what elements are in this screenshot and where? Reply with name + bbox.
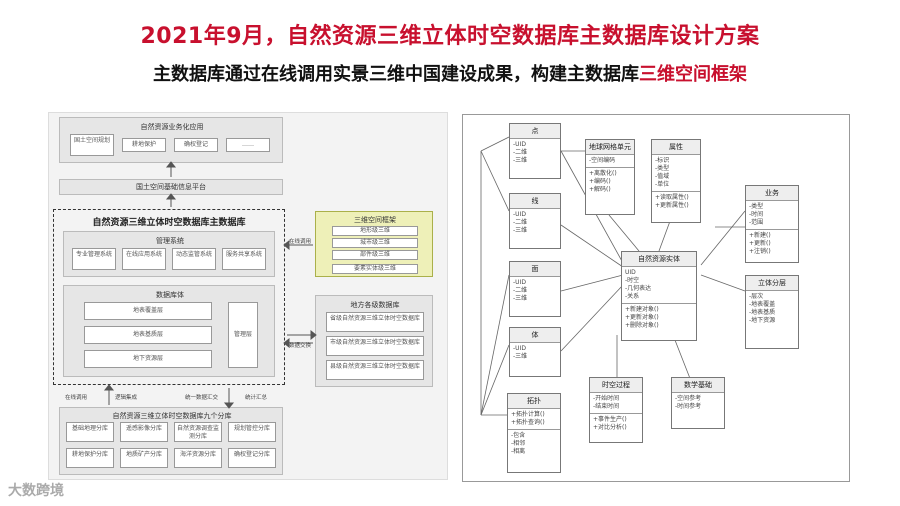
sub-title: 自然资源三维立体时空数据库九个分库 [112,412,232,420]
class-name: 自然资源实体 [622,252,696,267]
uml-connectors [480,136,746,416]
uml-diagram: 点 -UID -二维 -三维 线 -UID -二维 -三维 面 -UID -二维 -三… [462,114,850,482]
architecture-diagram: 自然资源业务化应用 国土空间规划 耕地保护 确权登记 …… 国土空间基础信息平台… [48,112,448,480]
sub-item: 耕地保护分库 [66,448,114,468]
bottom-label: 在线调用 [65,395,88,401]
subtitle-prefix: 主数据库通过在线调用实景三维中国建设成果，构建主数据库 [153,64,639,85]
class-name: 时空过程 [590,378,642,393]
class-name: 拓扑 [508,394,560,409]
frame-item: 部件级三维 [332,250,418,260]
uml-class-xian: 线 -UID -二维 -三维 [509,193,561,249]
class-name: 数学基础 [672,378,724,393]
uml-class-dian: 点 -UID -二维 -三维 [509,123,561,179]
app-item: 耕地保护 [122,138,166,152]
class-attrs: -UID -二维 -三维 [513,279,528,302]
bottom-label: 统计汇总 [245,395,268,401]
spatial-frame: 三维空间框架 地形级三维 城市级三维 部件级三维 要素实体级三维 [315,211,433,277]
class-ops: +读取属性() +更新属性() [652,191,700,212]
app-layer-title: 自然资源业务化应用 [140,123,204,131]
page-title: 2021年9月，自然资源三维立体时空数据库主数据库设计方案 [140,24,760,49]
uml-class-grid: 地球网格单元 -空间编码 +离散化() +编码() +解码() [585,139,635,215]
mgmt-title: 管理系统 [156,237,184,245]
uml-class-shikong: 时空过程 -开始时间 -结束时间 +事件生产() +对比分析() [589,377,643,443]
class-attrs: UID -时空 -几何表达 -关系 [625,269,652,300]
class-attrs: -空间参考 -时间参考 [675,395,702,410]
mgmt-item: 在线应用系统 [122,248,166,270]
exchange-label: 数据交换 [289,343,312,349]
db-title: 数据库体 [156,291,184,299]
frame-title: 三维空间框架 [354,216,396,224]
frame-item: 要素实体级三维 [332,264,418,274]
uml-class-mian: 面 -UID -二维 -三维 [509,261,561,317]
class-attrs: +拓扑计算() +拓扑查询() [511,411,545,426]
local-item: 市级自然资源三维立体时空数据库 [326,336,424,356]
sub-item: 规划管控分库 [228,422,276,442]
db-layer: 地表基质层 [84,326,212,344]
mgmt-item: 服务共享系统 [222,248,266,270]
diagram-arrows [103,161,317,409]
class-attrs: -UID -三维 [513,345,528,360]
uml-class-jizhun: 数学基础 -空间参考 -时间参考 [671,377,725,429]
sub-item: 自然资源调查监测分库 [174,422,222,442]
mgmt-system: 管理系统 专业管理系统 在线应用系统 动态监管系统 服务共享系统 [63,231,275,277]
app-item: 确权登记 [174,138,218,152]
uml-class-entity: 自然资源实体 UID -时空 -几何表达 -关系 +新建对象() +更新对象() +… [621,251,697,341]
class-attrs: -UID -二维 -三维 [513,141,528,164]
uml-class-ti: 体 -UID -三维 [509,327,561,377]
sub-databases: 自然资源三维立体时空数据库九个分库 基础地理分库 遥感影像分库 自然资源调查监测… [59,407,283,475]
main-db-frame [53,209,285,385]
local-item: 省级自然资源三维立体时空数据库 [326,312,424,332]
app-item: …… [226,138,270,152]
uml-class-yewu: 业务 -类型 -时间 -范围 +新建() +更新() +注销() [745,185,799,263]
frame-item: 地形级三维 [332,226,418,236]
class-attrs: -类型 -时间 -范围 [749,203,764,226]
class-name: 地球网格单元 [586,140,634,155]
class-name: 属性 [652,140,700,155]
uml-class-shuxing: 属性 -标识 -类型 -值域 -单位 +读取属性() +更新属性() [651,139,701,223]
page-subtitle: 主数据库通过在线调用实景三维中国建设成果，构建主数据库三维空间框架 [0,60,900,86]
class-ops: +离散化() +编码() +解码() [586,167,634,196]
bottom-label: 统一数据汇交 [185,395,219,401]
local-databases: 地方各级数据库 省级自然资源三维立体时空数据库 市级自然资源三维立体时空数据库 … [315,295,433,387]
watermark-logo: 大数跨境 [8,483,64,499]
app-item: 国土空间规划 [70,134,114,156]
local-title: 地方各级数据库 [350,301,400,309]
db-side: 管理层 [228,302,258,368]
sub-item: 遥感影像分库 [120,422,168,442]
main-db-title: 自然资源三维立体时空数据库主数据库 [92,218,246,228]
bottom-label: 逻辑集成 [115,395,138,401]
class-name: 面 [510,262,560,277]
database-body: 数据库体 地表覆盖层 地表基质层 地下资源层 管理层 [63,285,275,377]
class-name: 立体分层 [746,276,798,291]
online-call-label: 在线调用 [289,239,312,245]
class-attrs: -UID -二维 -三维 [513,211,528,234]
sub-item: 海洋资源分库 [174,448,222,468]
uml-class-tuopu: 拓扑 +拓扑计算() +拓扑查询() -包含 -相邻 -相离 [507,393,561,473]
class-name: 体 [510,328,560,343]
class-name: 线 [510,194,560,209]
subtitle-highlight: 三维空间框架 [639,64,747,85]
class-ops: +新建对象() +更新对象() +删除对象() [622,303,696,332]
local-item: 县级自然资源三维立体时空数据库 [326,360,424,380]
class-attrs: -开始时间 -结束时间 [593,395,620,410]
class-ops: -包含 -相邻 -相离 [508,429,560,458]
class-ops: +新建() +更新() +注销() [746,229,798,258]
class-attrs: -层次 -地表覆盖 -地表基质 -地下资源 [749,293,776,324]
mgmt-item: 专业管理系统 [72,248,116,270]
class-attrs: -空间编码 [589,157,616,164]
sub-item: 地质矿产分库 [120,448,168,468]
uml-class-lifti: 立体分层 -层次 -地表覆盖 -地表基质 -地下资源 [745,275,799,349]
sub-item: 基础地理分库 [66,422,114,442]
app-layer: 自然资源业务化应用 国土空间规划 耕地保护 确权登记 …… [59,117,283,163]
db-layer: 地下资源层 [84,350,212,368]
sub-item: 确权登记分库 [228,448,276,468]
frame-item: 城市级三维 [332,238,418,248]
class-attrs: -标识 -类型 -值域 -单位 [655,157,670,188]
class-name: 业务 [746,186,798,201]
class-ops: +事件生产() +对比分析() [590,413,642,434]
class-name: 点 [510,124,560,139]
db-layer: 地表覆盖层 [84,302,212,320]
mgmt-item: 动态监管系统 [172,248,216,270]
